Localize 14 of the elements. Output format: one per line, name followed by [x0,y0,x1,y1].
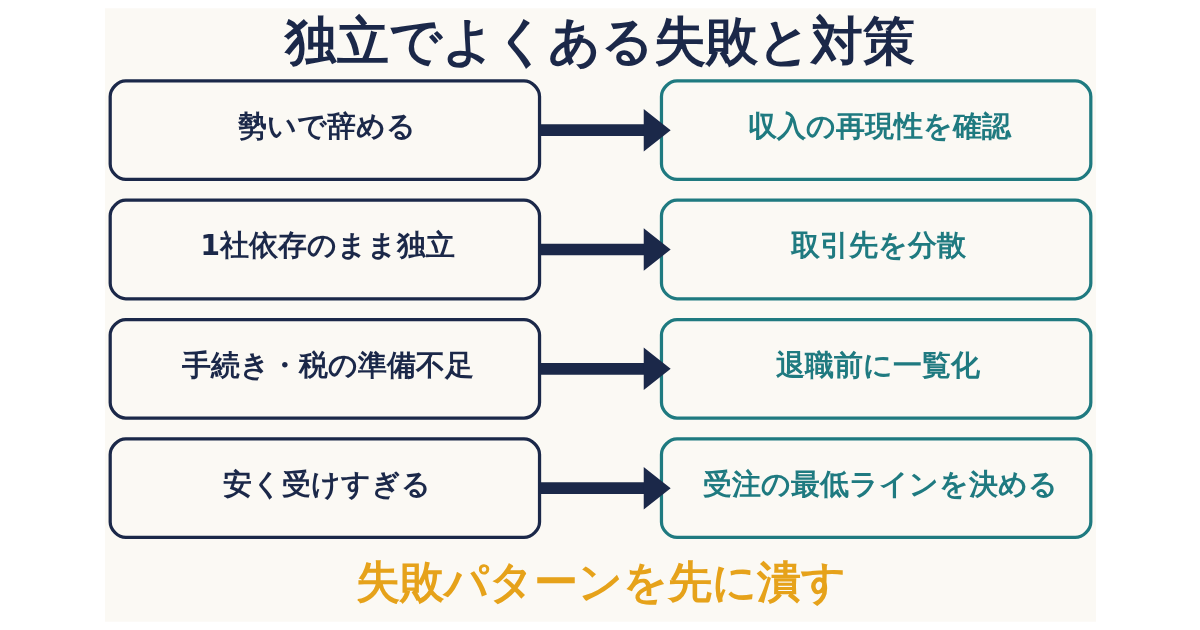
node-box: 退職前に一覧化 [659,317,1092,420]
arrow [539,466,671,510]
diagram-title: 独立でよくある失敗と対策 [284,10,915,71]
node-box: 安く受けすぎる [108,437,541,540]
node-box: 1社依存のまま独立 [108,198,541,301]
node-box: 勢いで辞める [108,79,541,182]
caption: 失敗パターンを先に潰す [355,556,846,608]
arrow [539,347,671,391]
arrow [539,108,671,152]
node-box: 取引先を分散 [659,198,1092,301]
arrow [539,228,671,271]
node-box: 収入の再現性を確認 [659,79,1092,182]
node-box: 受注の最低ラインを決める [659,437,1092,540]
node-box: 手続き・税の準備不足 [108,317,541,420]
